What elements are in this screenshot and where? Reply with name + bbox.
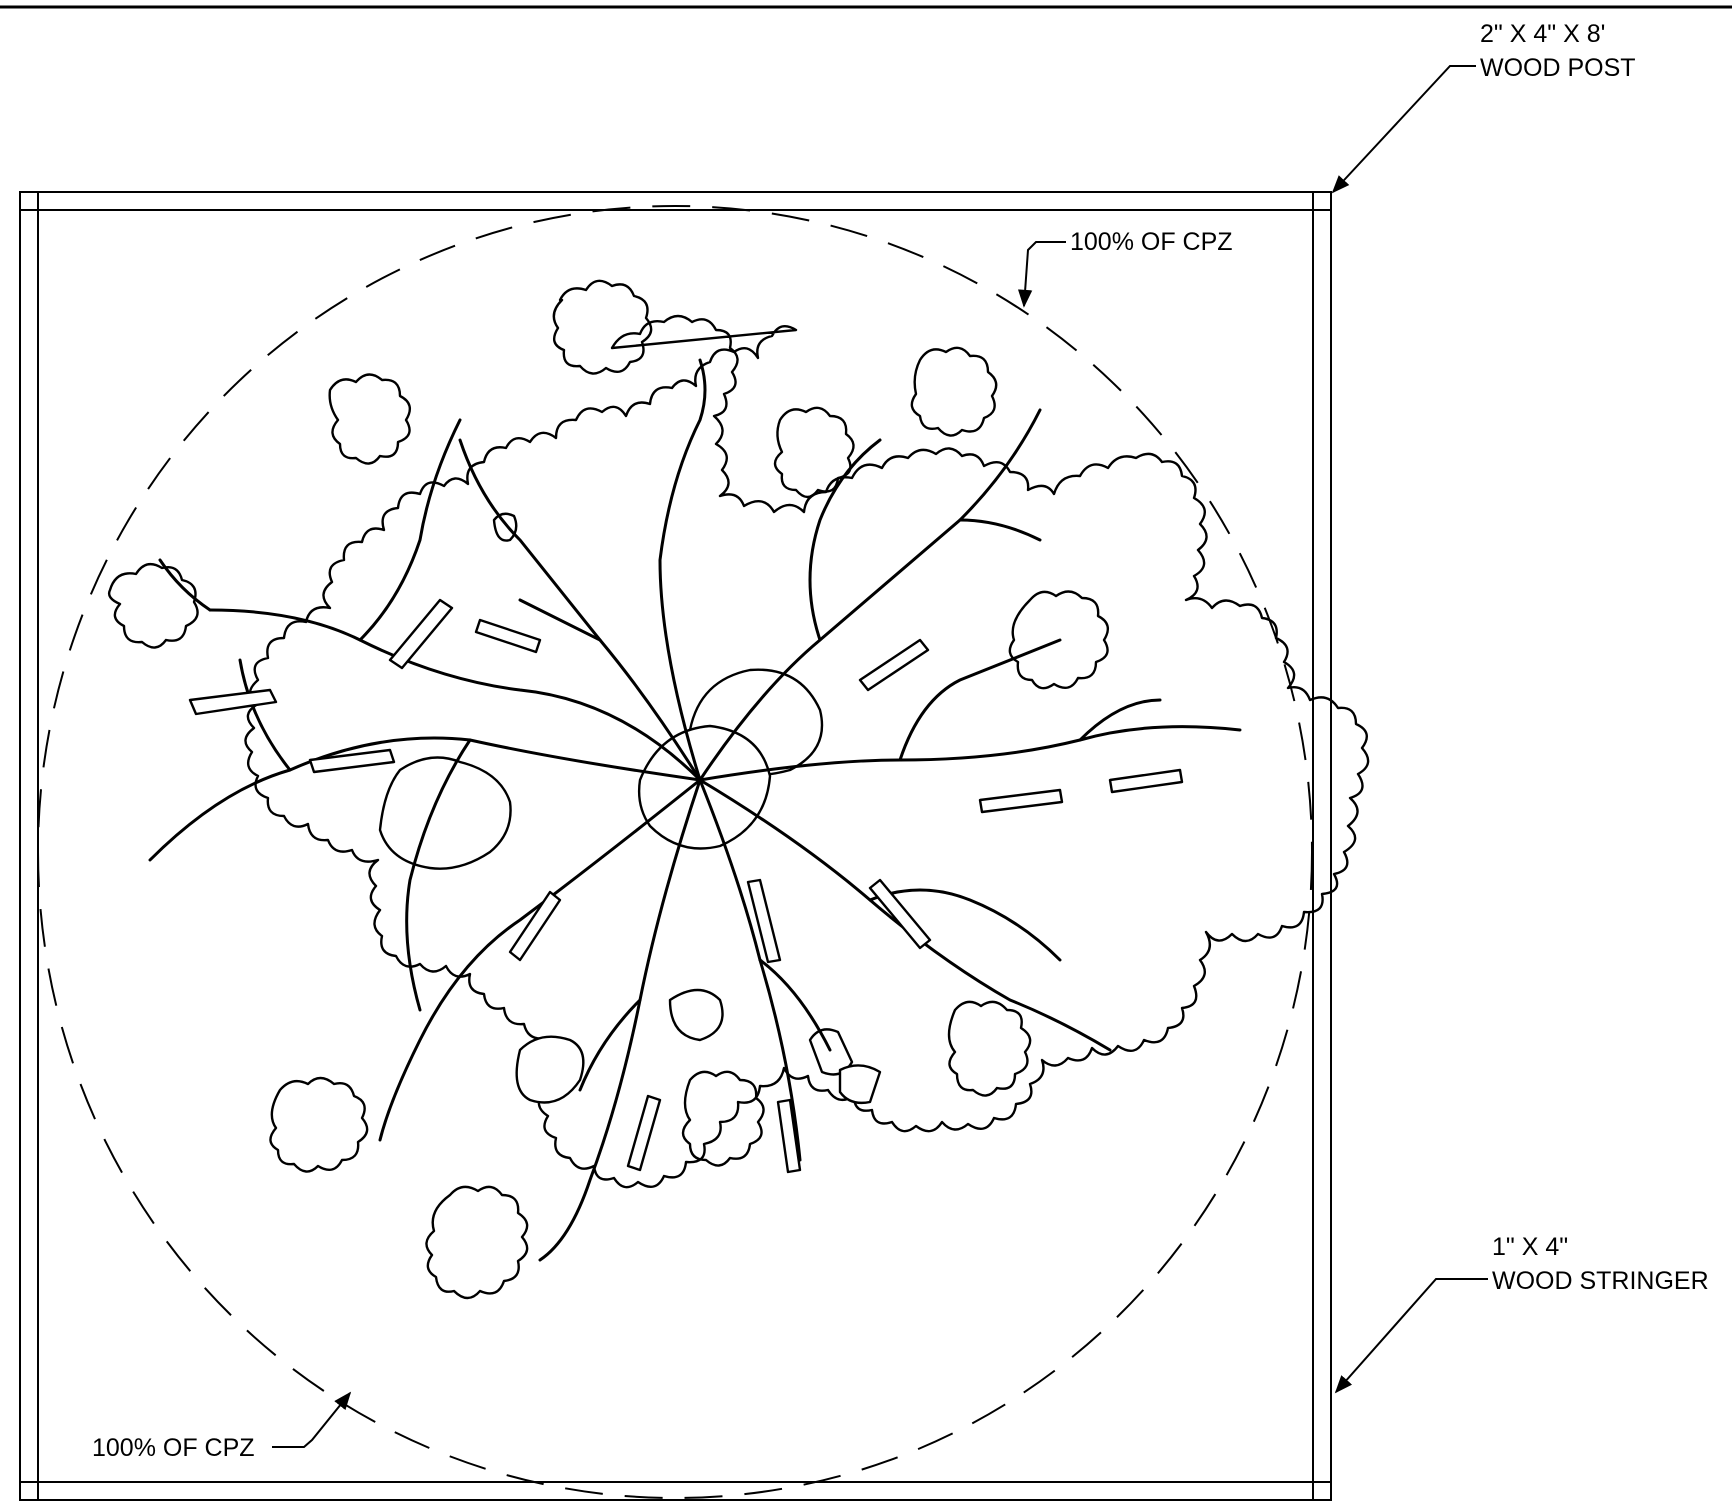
tree-canopy-plan-icon xyxy=(107,279,1370,1300)
cpz-top-leader xyxy=(1017,241,1066,308)
cpz-bottom-leader xyxy=(272,1391,352,1448)
post-label-line1: 2" X 4" X 8' xyxy=(1480,20,1605,48)
fence-frame xyxy=(19,191,1332,1501)
cpz-boundary-circle xyxy=(37,205,1313,1499)
post-label-line2: WOOD POST xyxy=(1480,54,1636,82)
stringer-label-line2: WOOD STRINGER xyxy=(1492,1267,1709,1295)
stringer-leader xyxy=(1334,1278,1488,1394)
cpz-top-label: 100% OF CPZ xyxy=(1070,228,1233,256)
stringer-label-line1: 1" X 4" xyxy=(1492,1233,1568,1261)
post-leader xyxy=(1331,65,1476,194)
cpz-bottom-label: 100% OF CPZ xyxy=(92,1434,255,1462)
